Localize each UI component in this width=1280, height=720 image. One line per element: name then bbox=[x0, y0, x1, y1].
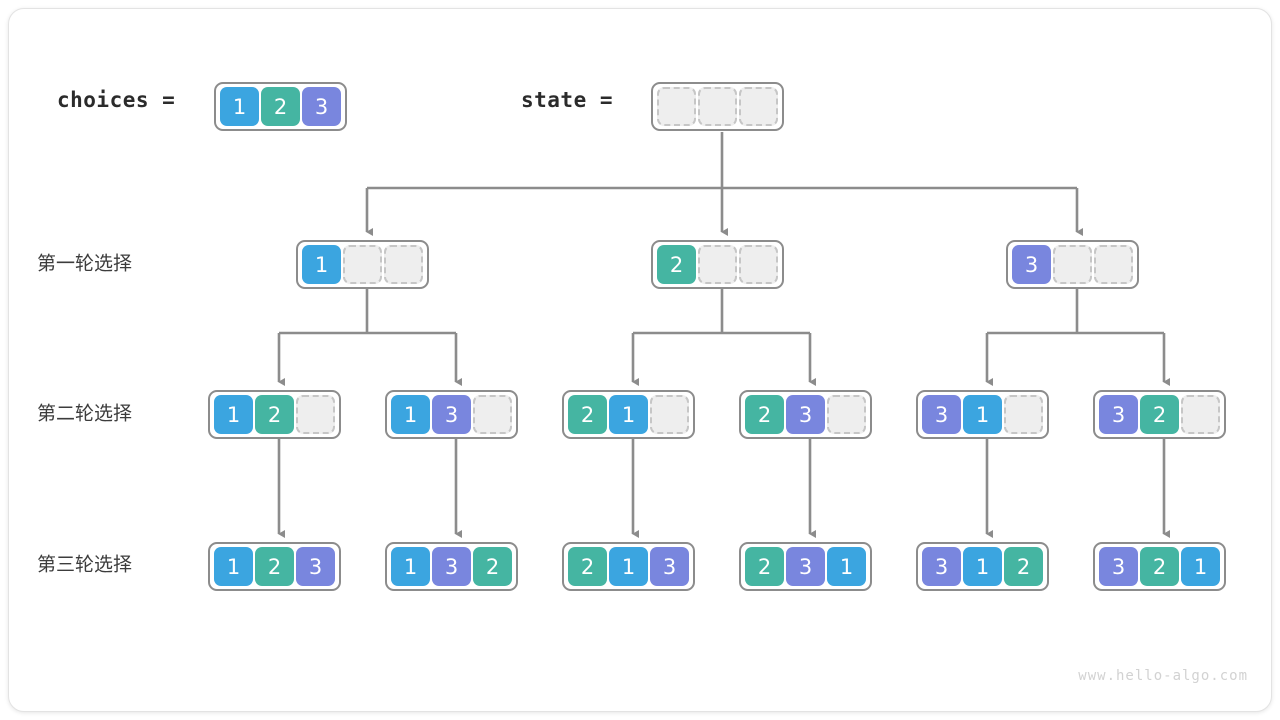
array-cell-value: 3 bbox=[650, 547, 689, 586]
row-label-level-2: 第二轮选择 bbox=[37, 402, 133, 425]
level1-node-1: 1 bbox=[296, 240, 429, 289]
choices-label: choices = bbox=[57, 88, 176, 112]
array-cell-value: 3 bbox=[432, 395, 471, 434]
array-cell-value: 2 bbox=[255, 395, 294, 434]
array-cell-empty bbox=[1053, 245, 1092, 284]
array-cell-empty bbox=[698, 245, 737, 284]
array-cell-empty bbox=[657, 87, 696, 126]
array-cell-value: 1 bbox=[609, 395, 648, 434]
array-cell-value: 2 bbox=[745, 395, 784, 434]
array-cell-value: 1 bbox=[391, 547, 430, 586]
array-cell-value: 1 bbox=[827, 547, 866, 586]
array-cell-value: 3 bbox=[1099, 547, 1138, 586]
array-cell-value: 1 bbox=[963, 395, 1002, 434]
array-cell-empty bbox=[1004, 395, 1043, 434]
watermark: www.hello-algo.com bbox=[1078, 668, 1248, 684]
array-cell-value: 3 bbox=[786, 547, 825, 586]
array-cell-empty bbox=[827, 395, 866, 434]
array-cell-empty bbox=[739, 87, 778, 126]
array-cell-value: 1 bbox=[391, 395, 430, 434]
array-cell-empty bbox=[698, 87, 737, 126]
array-cell-value: 1 bbox=[214, 547, 253, 586]
array-cell-value: 2 bbox=[657, 245, 696, 284]
state-array bbox=[651, 82, 784, 131]
array-cell-empty bbox=[1181, 395, 1220, 434]
array-cell-value: 3 bbox=[296, 547, 335, 586]
array-cell-empty bbox=[296, 395, 335, 434]
array-cell-empty bbox=[1094, 245, 1133, 284]
array-cell-value: 2 bbox=[568, 395, 607, 434]
array-cell-empty bbox=[650, 395, 689, 434]
array-cell-value: 3 bbox=[1012, 245, 1051, 284]
row-label-level-1: 第一轮选择 bbox=[37, 252, 133, 275]
array-cell-value: 2 bbox=[1140, 547, 1179, 586]
state-label: state = bbox=[521, 88, 614, 112]
array-cell-value: 3 bbox=[432, 547, 471, 586]
array-cell-value: 1 bbox=[302, 245, 341, 284]
array-cell-value: 2 bbox=[255, 547, 294, 586]
array-cell-value: 2 bbox=[745, 547, 784, 586]
array-cell-empty bbox=[384, 245, 423, 284]
level1-node-2: 2 bbox=[651, 240, 784, 289]
array-cell-value: 3 bbox=[302, 87, 341, 126]
row-label-level-3: 第三轮选择 bbox=[37, 553, 133, 576]
array-cell-value: 3 bbox=[1099, 395, 1138, 434]
array-cell-value: 2 bbox=[473, 547, 512, 586]
array-cell-value: 1 bbox=[214, 395, 253, 434]
array-cell-empty bbox=[343, 245, 382, 284]
array-cell-value: 3 bbox=[786, 395, 825, 434]
array-cell-value: 3 bbox=[922, 547, 961, 586]
array-cell-value: 1 bbox=[609, 547, 648, 586]
array-cell-value: 1 bbox=[220, 87, 259, 126]
array-cell-value: 3 bbox=[922, 395, 961, 434]
array-cell-value: 2 bbox=[568, 547, 607, 586]
array-cell-empty bbox=[473, 395, 512, 434]
array-cell-value: 2 bbox=[1140, 395, 1179, 434]
array-cell-value: 1 bbox=[963, 547, 1002, 586]
array-cell-value: 1 bbox=[1181, 547, 1220, 586]
array-cell-empty bbox=[739, 245, 778, 284]
level1-node-3: 3 bbox=[1006, 240, 1139, 289]
array-cell-value: 2 bbox=[261, 87, 300, 126]
array-cell-value: 2 bbox=[1004, 547, 1043, 586]
